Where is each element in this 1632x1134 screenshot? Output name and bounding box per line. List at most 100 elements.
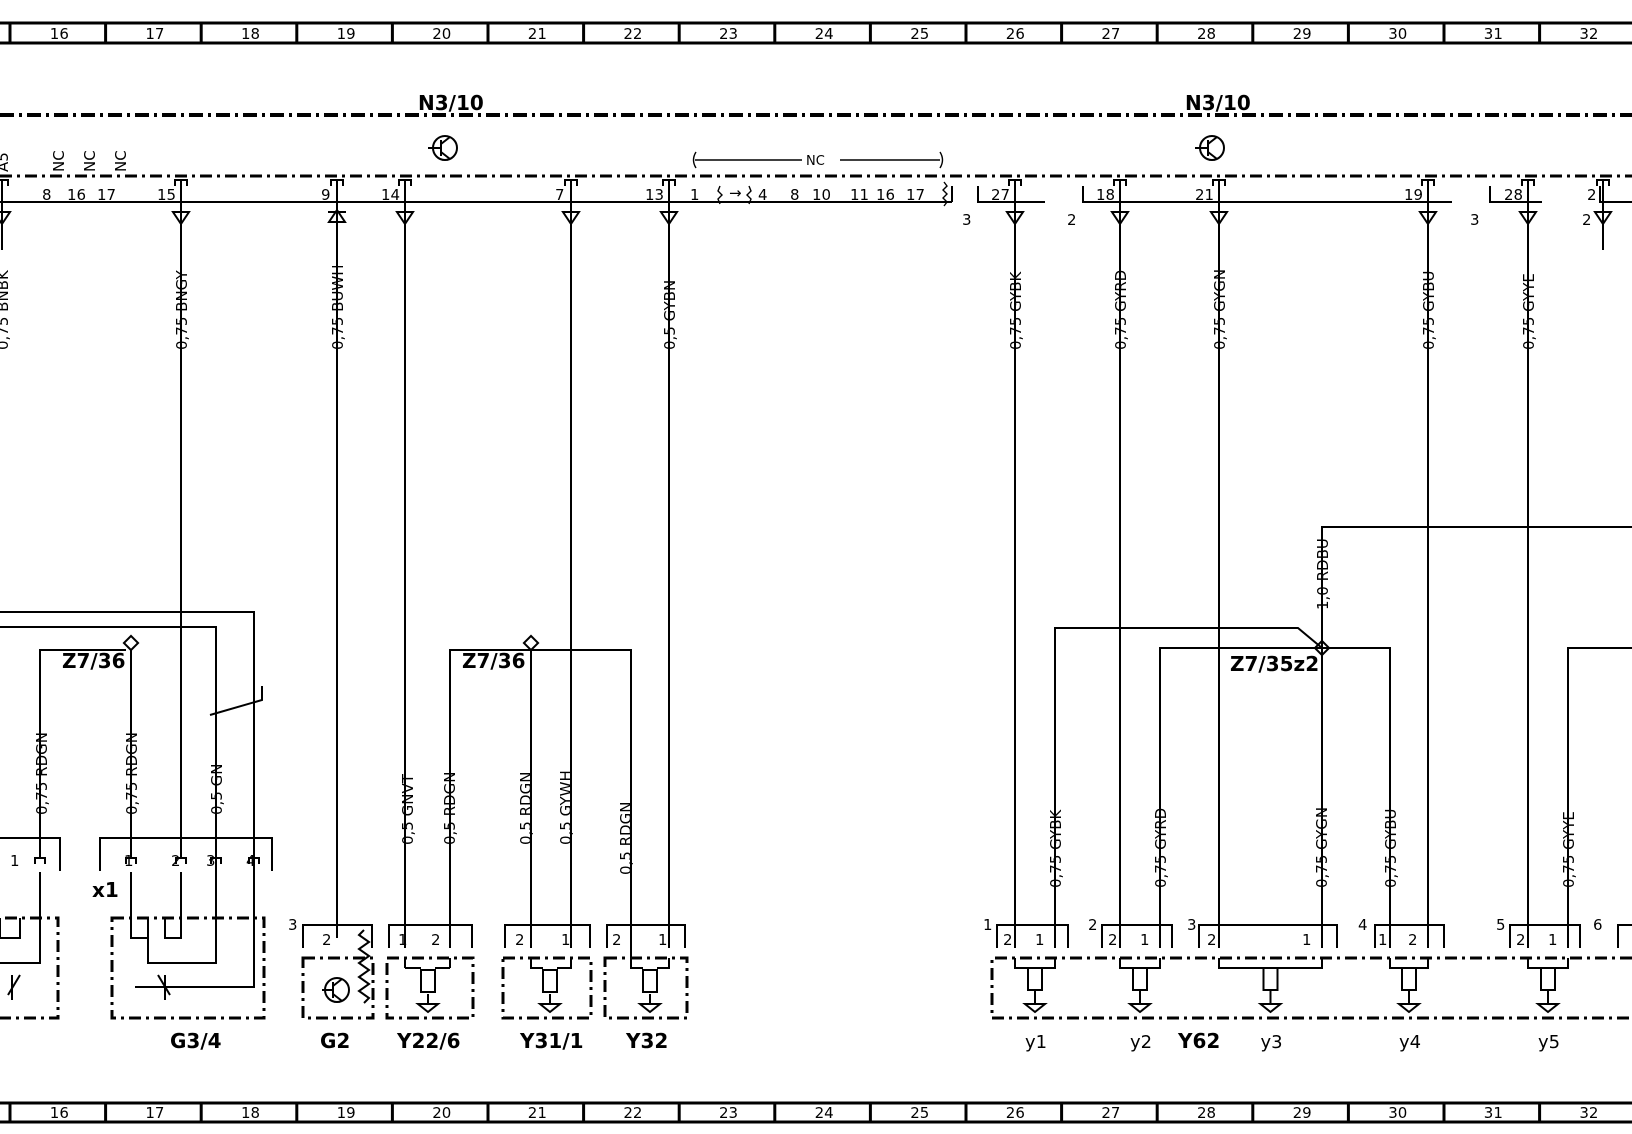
ruler-cell: 18 (241, 25, 260, 43)
wire-label: 0,75 GYRD (1152, 808, 1170, 888)
component-y31-1: 2 1 Y31/1 (501, 213, 593, 1053)
connector-number: 2 (1582, 211, 1592, 229)
pin-number: 2 (1516, 931, 1526, 949)
bridge-icon: → (729, 184, 742, 202)
valve-label: y1 (1025, 1032, 1047, 1053)
wire-label: 0,75 GYBU (1382, 809, 1400, 888)
pin-number: 9 (321, 186, 331, 204)
splice-icon (522, 634, 540, 652)
ruler-cell: 24 (815, 1104, 834, 1122)
connector-strip-27: 2 (977, 186, 1077, 229)
pin-number: 10 (812, 186, 831, 204)
ruler-cell: 16 (50, 25, 69, 43)
pin-number: 1 (658, 931, 668, 949)
nc-label: NC (81, 150, 99, 172)
wire-label: 0,5 GYWH (557, 770, 575, 845)
pin-number: 2 (431, 931, 441, 949)
connector-strip-18-19: 3 (1082, 186, 1480, 229)
connector-x1-label: x1 (92, 878, 119, 902)
pin-number: 8 (42, 186, 52, 204)
solenoid-valve (1218, 958, 1323, 1014)
pin-number: 19 (1404, 186, 1423, 204)
pin-number: 7 (555, 186, 565, 204)
component-label-y31-1: Y31/1 (519, 1029, 584, 1053)
wire: 13 (645, 179, 679, 250)
ruler-cell: 31 (1484, 1104, 1503, 1122)
pin-number: 27 (991, 186, 1010, 204)
pin-number: 4 (246, 852, 256, 870)
pin-number: 3 (288, 916, 298, 934)
nc-labels: A5 NC NC NC 8 16 17 (0, 150, 130, 204)
pin-number: 15 (157, 186, 176, 204)
nc-label: NC (806, 154, 825, 169)
pin-number: 13 (645, 186, 664, 204)
wire-label: 0,75 GYRD (1112, 270, 1130, 350)
transistor-icon (1195, 135, 1225, 161)
wire-label: 0,75 RDGN (33, 732, 51, 815)
nc-label: NC (50, 150, 68, 172)
component-label-y22-6: Y22/6 (396, 1029, 461, 1053)
wire: 28 (1504, 179, 1538, 250)
pin-number: 11 (850, 186, 869, 204)
wire-label: 0,75 GYBK (1007, 271, 1025, 350)
ruler-cell: 25 (910, 25, 929, 43)
solenoid-valve (1014, 958, 1056, 1014)
ruler-cell: 30 (1388, 25, 1407, 43)
pin-number: 2 (612, 931, 622, 949)
wire: 27 (991, 179, 1025, 250)
wire-label: 0,75 GYBK (1047, 809, 1065, 888)
ruler-cell: 22 (623, 1104, 642, 1122)
pin-number: 1 (398, 931, 408, 949)
pin-number: 2 (322, 931, 332, 949)
wire (0, 179, 12, 250)
wire-label: 0,75 GYYE (1520, 273, 1538, 350)
pin-number: 1 (124, 852, 134, 870)
wire-label: 0,75 BUWH (329, 264, 347, 350)
pin-number: 16 (876, 186, 895, 204)
splice-label: Z7/35z2 (1230, 652, 1319, 676)
connector-strip-28: 2 (1489, 186, 1632, 229)
wire: 9 (321, 179, 347, 250)
wire-label: 0,5 RDGN (441, 772, 459, 845)
pin-number: 1 (1548, 931, 1558, 949)
component-y22-6: Z7/36 1 2 Y22/6 (385, 213, 632, 1053)
ruler-cell: 16 (50, 1104, 69, 1122)
valve-label: y3 (1261, 1032, 1283, 1053)
ruler-cell: 21 (528, 1104, 547, 1122)
transistor-icon (322, 977, 350, 1003)
valve-label: y5 (1538, 1032, 1560, 1053)
solenoid-valve (1527, 958, 1569, 1014)
splice-label: Z7/36 (462, 649, 526, 673)
wire-label: 0,5 RDGN (617, 802, 635, 875)
solenoid-valve (1389, 958, 1429, 1014)
wire-label: 0,5 GNVT (399, 773, 417, 845)
wire-label: 0,5 RDGN (517, 772, 535, 845)
pin-number: 1 (1140, 931, 1150, 949)
splice-icon (122, 634, 140, 652)
valve-group-number: 1 (983, 916, 993, 934)
connector-strip-left: 3 (0, 186, 972, 229)
ruler-cell: 22 (623, 25, 642, 43)
ruler-cell: 32 (1579, 25, 1598, 43)
ruler-cell: 21 (528, 25, 547, 43)
wire: 2 (1587, 179, 1613, 250)
ruler-cell: 28 (1197, 1104, 1216, 1122)
component-label-y62: Y62 (1177, 1029, 1220, 1053)
lower-left-circuit: Z7/36 x1 G3/4 (0, 213, 273, 1053)
nc-label: NC (112, 150, 130, 172)
wire-label: 1,0 RDBU (1314, 538, 1332, 610)
pin-number: 2 (515, 931, 525, 949)
component-g2: 3 2 G2 (288, 213, 375, 1053)
valve-label: y2 (1130, 1032, 1152, 1053)
pin-number: 18 (1096, 186, 1115, 204)
wire-label: 0,75 GYGN (1313, 807, 1331, 888)
wire-label: 0,75 GYYE (1560, 811, 1578, 888)
ruler-cell: 17 (145, 1104, 164, 1122)
ruler-cell: 28 (1197, 25, 1216, 43)
component-label-g2: G2 (320, 1029, 350, 1053)
connector-number: 3 (962, 211, 972, 229)
ruler-cell: 29 (1293, 1104, 1312, 1122)
